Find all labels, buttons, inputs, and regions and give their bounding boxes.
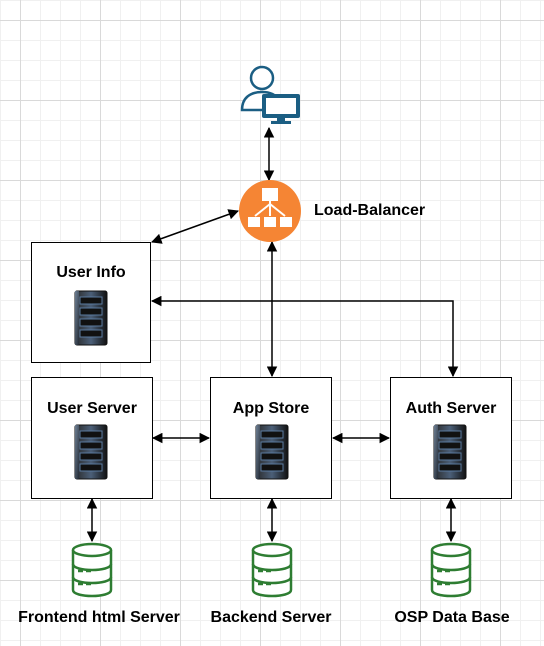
user-info-title: User Info xyxy=(56,264,126,281)
user-info-node[interactable]: User Info xyxy=(31,242,151,363)
edges xyxy=(86,126,459,543)
app-store-node[interactable]: App Store xyxy=(210,377,332,499)
auth-server-node[interactable]: Auth Server xyxy=(390,377,512,499)
user-server-node[interactable]: User Server xyxy=(31,377,153,499)
database-icon xyxy=(251,542,293,598)
edge-user-info-auth-server xyxy=(150,295,459,378)
server-rack-icon xyxy=(433,424,467,480)
load-balancer-label: Load-Balancer xyxy=(314,202,426,219)
backend-db-label: Backend Server xyxy=(210,609,332,626)
user-server-title: User Server xyxy=(47,400,137,417)
load-balancer-icon xyxy=(239,180,301,242)
auth-server-title: Auth Server xyxy=(405,400,497,417)
database-icon xyxy=(71,542,113,598)
app-store-title: App Store xyxy=(232,400,310,417)
user-at-computer-icon xyxy=(240,65,300,124)
osp-db-label: OSP Data Base xyxy=(394,609,510,626)
server-rack-icon xyxy=(255,424,289,480)
database-icon xyxy=(430,542,472,598)
server-rack-icon xyxy=(74,290,108,346)
edge-load-balancer-user-info xyxy=(151,209,239,244)
frontend-db-label: Frontend html Server xyxy=(18,609,180,626)
server-rack-icon xyxy=(74,424,108,480)
